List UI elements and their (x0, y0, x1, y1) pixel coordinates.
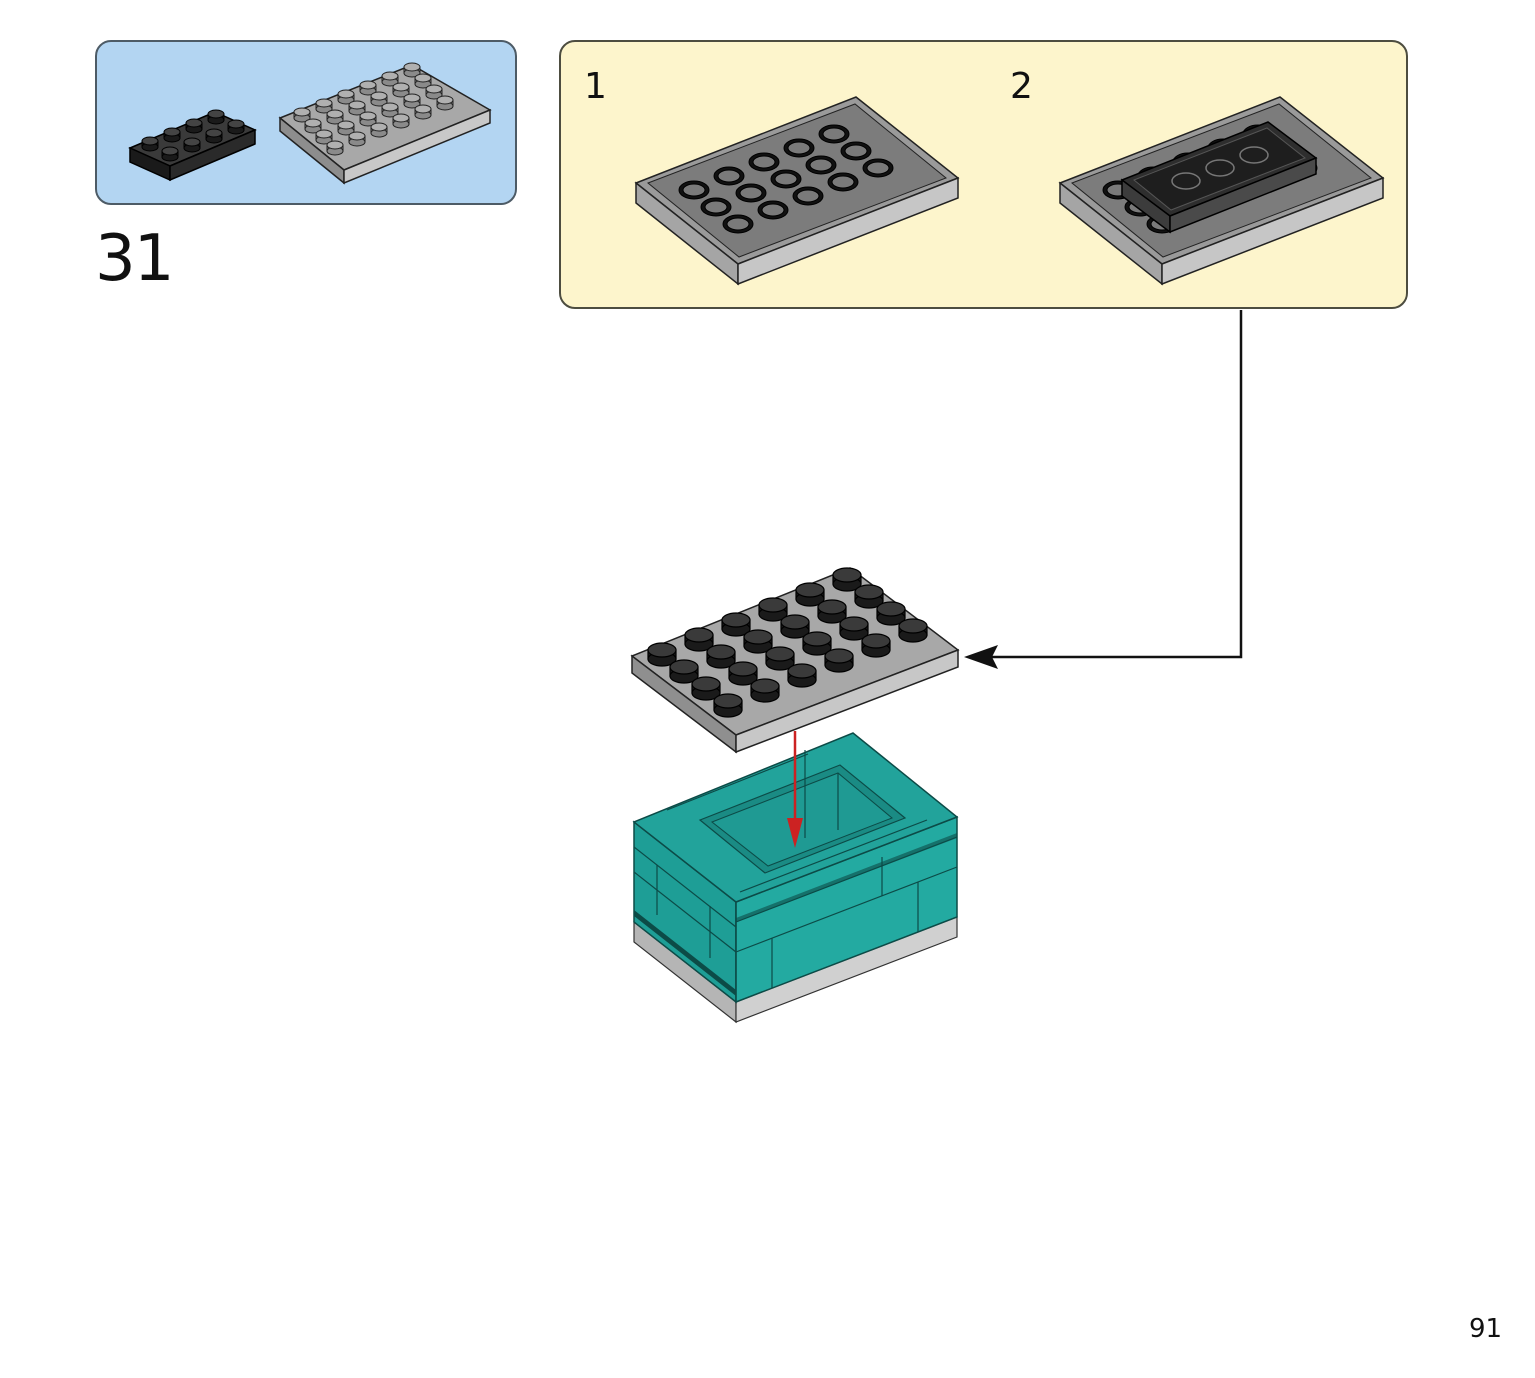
underside-tube (805, 155, 837, 175)
underside-tube (840, 141, 872, 161)
underside-tube (722, 214, 754, 234)
stud (728, 661, 758, 686)
stud (706, 644, 736, 669)
underside-tube (827, 172, 859, 192)
stud (743, 629, 773, 654)
page-number: 91 (1469, 1314, 1503, 1344)
stud (750, 678, 780, 703)
underside-tube (783, 138, 815, 158)
stud (876, 601, 906, 626)
stud (839, 616, 869, 641)
stud (795, 582, 825, 607)
placement-arrow (787, 731, 803, 848)
stud (414, 104, 432, 120)
underside-tube (678, 180, 710, 200)
stud (647, 642, 677, 667)
stud (669, 659, 699, 684)
black-plate-part (128, 109, 257, 182)
stud (758, 597, 788, 622)
sub-step-label-1: 1 (584, 66, 607, 107)
underside-tube (770, 169, 802, 189)
stud (832, 567, 862, 592)
stud (436, 95, 454, 111)
underside-tube (862, 158, 894, 178)
stud (684, 627, 714, 652)
sub-assembly-callout-arrow (964, 310, 1243, 669)
stud (780, 614, 810, 639)
underside-tube (700, 197, 732, 217)
stud (854, 584, 884, 609)
stud (691, 676, 721, 701)
stud (713, 693, 743, 718)
sub-step-2-black-plate (1120, 121, 1318, 234)
stud (802, 631, 832, 656)
underside-tube (713, 166, 745, 186)
sub-step-label-2: 2 (1010, 66, 1033, 107)
stud (824, 648, 854, 673)
underside-tube (748, 152, 780, 172)
stud (721, 612, 751, 637)
underside-tube (735, 183, 767, 203)
stud (861, 633, 891, 658)
stud (326, 140, 344, 156)
underside-tube (818, 124, 850, 144)
underside-tube (757, 200, 789, 220)
stud (787, 663, 817, 688)
stud (898, 618, 928, 643)
underside-tube (792, 186, 824, 206)
stud (817, 599, 847, 624)
stud (392, 113, 410, 129)
stud (765, 646, 795, 671)
stud (370, 122, 388, 138)
stud (348, 131, 366, 147)
step-number: 31 (95, 222, 174, 296)
